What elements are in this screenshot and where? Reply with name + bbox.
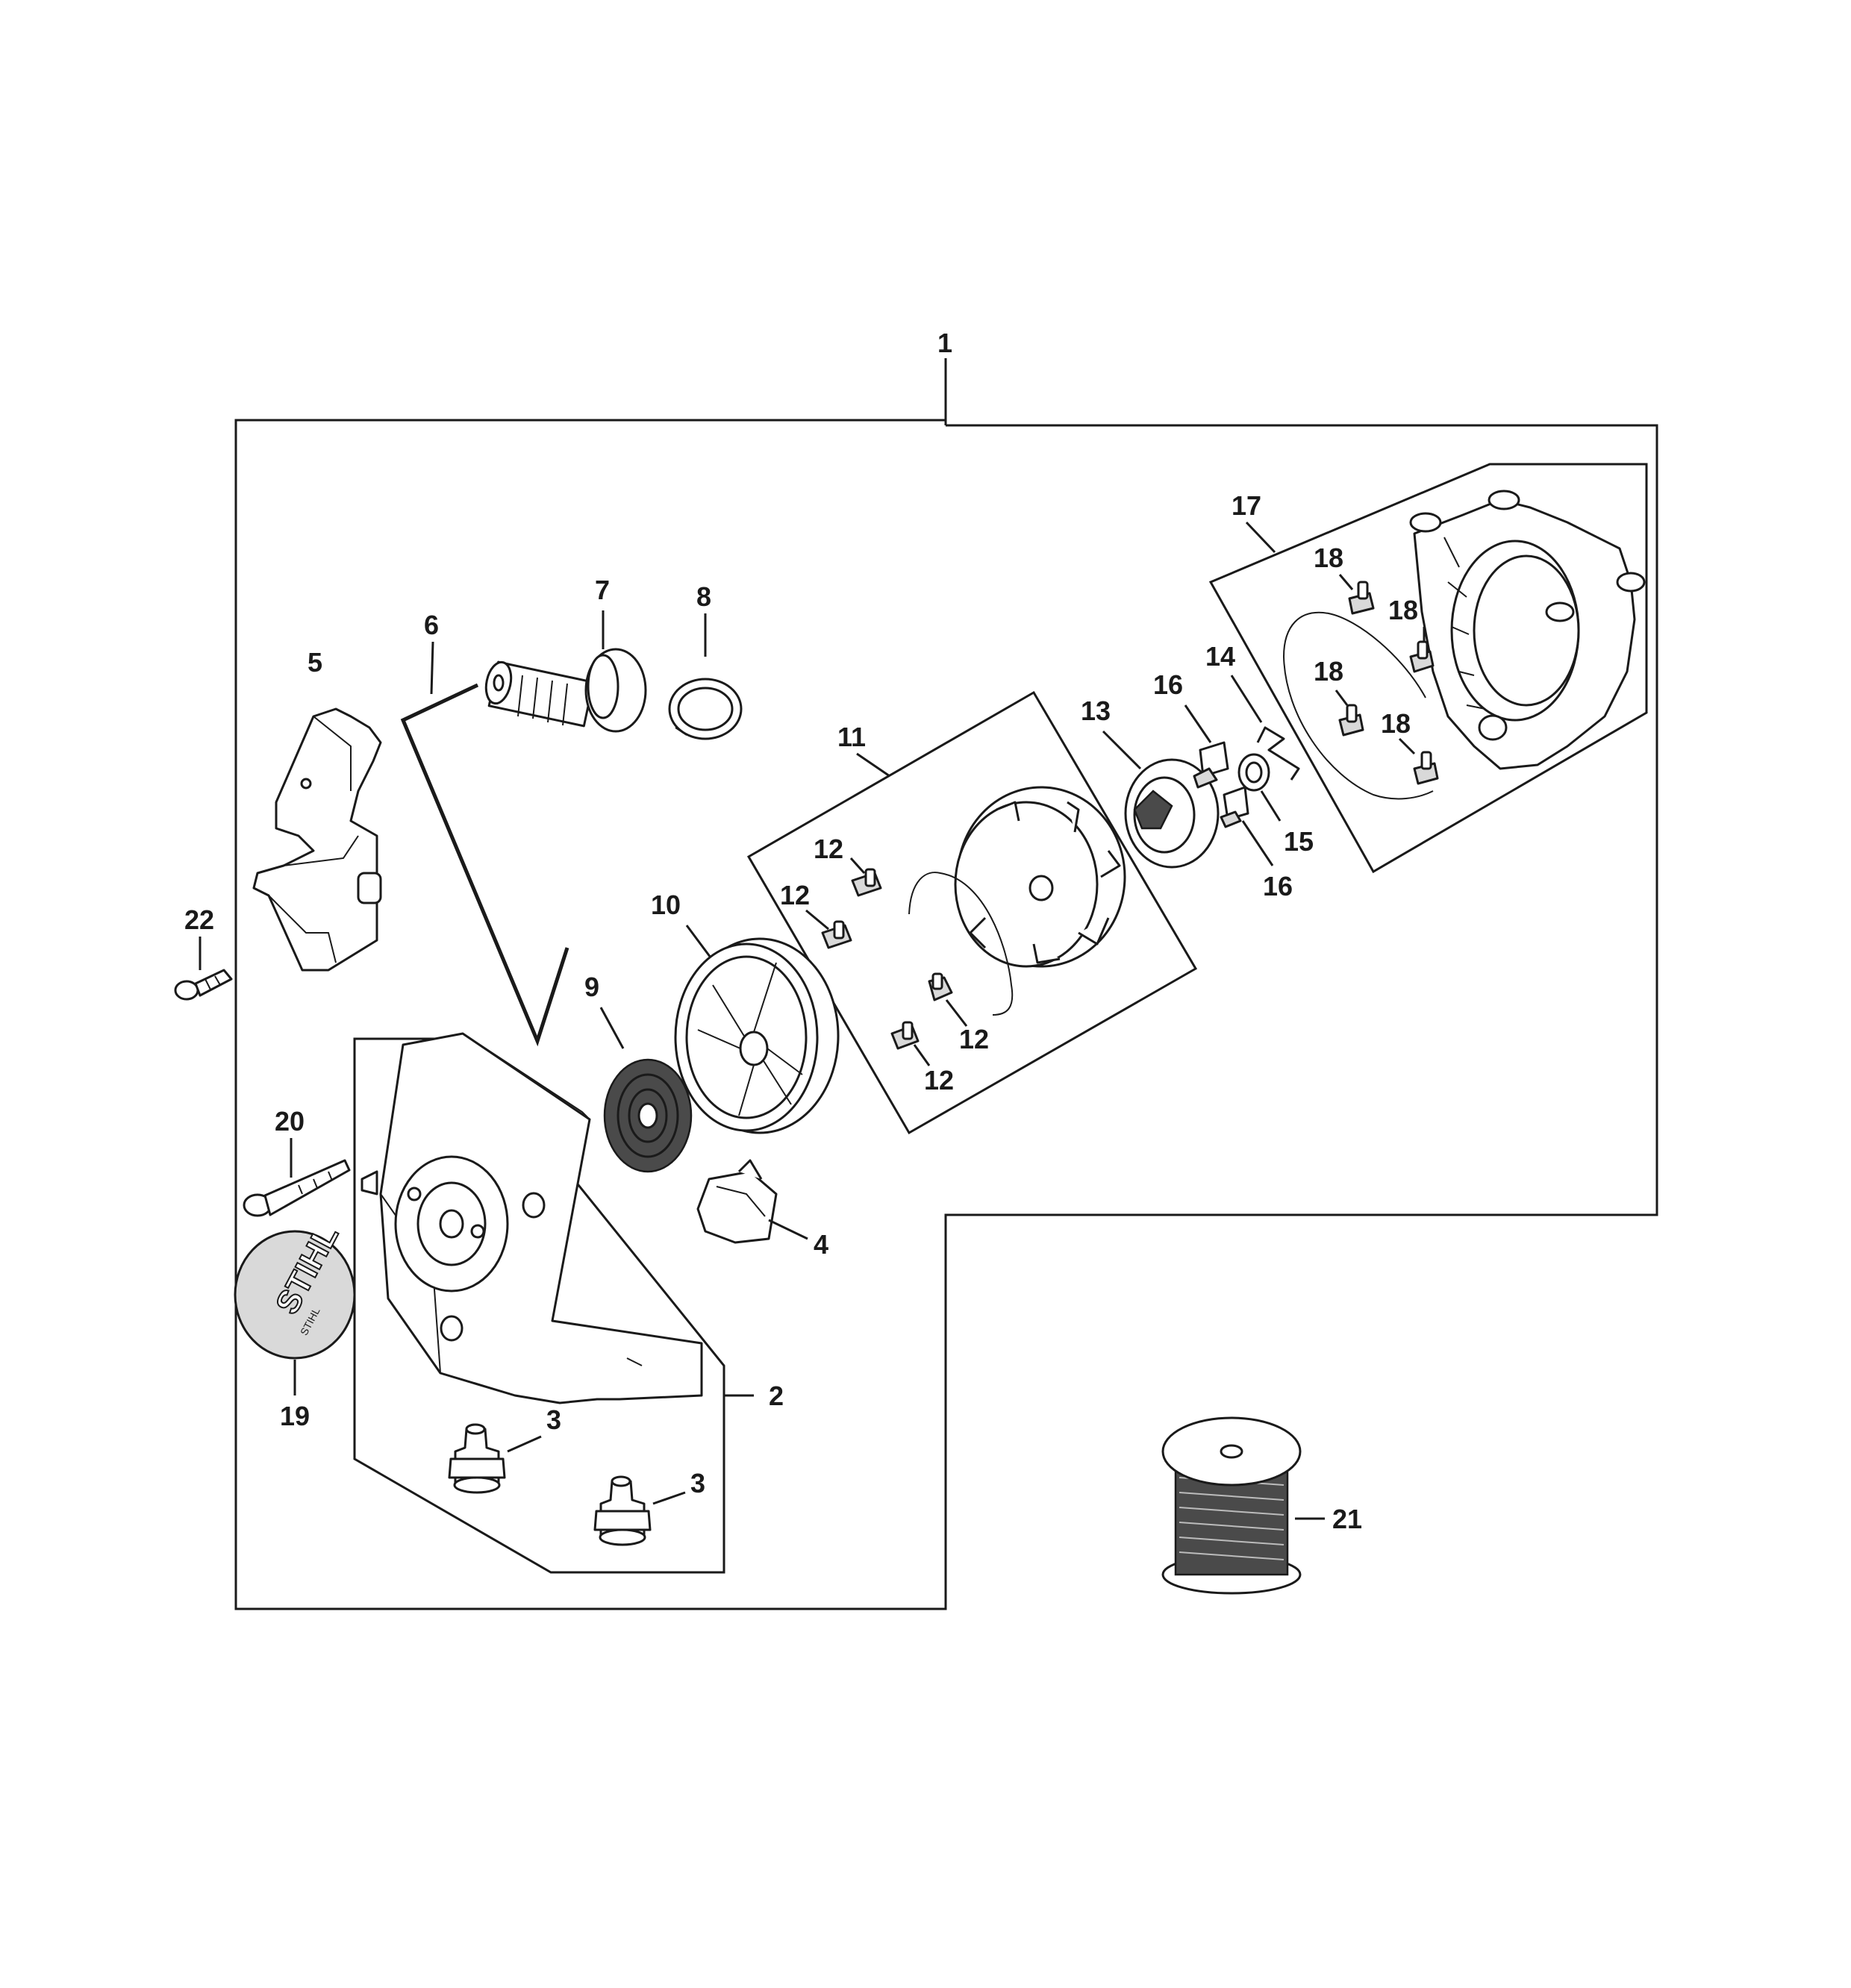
callout-20: 20 [275, 1106, 305, 1137]
callout-8: 8 [696, 581, 711, 612]
part-18-pawl-a [1348, 581, 1375, 615]
callout-9: 9 [584, 972, 599, 1002]
part-18-pawl-d [1413, 751, 1439, 785]
callout-13: 13 [1081, 696, 1111, 726]
callout-14: 14 [1205, 641, 1235, 672]
part-18-pawl-c [1338, 704, 1364, 737]
part-20-bolt [243, 1159, 351, 1217]
part-4-catch [696, 1159, 778, 1244]
leader-16a [1184, 704, 1212, 743]
leader-12d [913, 1044, 931, 1066]
part-16-clip-b [1220, 786, 1249, 828]
leader-11 [856, 752, 890, 778]
leader-3a [507, 1435, 542, 1453]
callout-11: 11 [837, 722, 866, 752]
callout-22: 22 [184, 904, 214, 935]
subframe-11 [746, 690, 1198, 1135]
part-7-grip [484, 648, 647, 733]
subframe-17 [1208, 463, 1648, 874]
part-3-grommet-a [448, 1423, 506, 1494]
part-17-fan-housing [1409, 490, 1646, 770]
part-11-rotor [954, 786, 1126, 968]
callout-12b: 12 [780, 880, 810, 910]
callout-3a: 3 [546, 1404, 561, 1435]
part-15-washer [1237, 753, 1270, 792]
leader-17 [1245, 521, 1276, 554]
leader-9 [599, 1007, 625, 1049]
leader-18d [1398, 737, 1416, 755]
callout-18c: 18 [1314, 656, 1343, 687]
leader-14 [1230, 675, 1263, 723]
part-12-pawl-a [851, 868, 882, 897]
leader-12c [945, 999, 968, 1027]
callout-6: 6 [424, 610, 439, 640]
part-9-spring [603, 1058, 693, 1173]
leader-12a [849, 857, 866, 875]
leader-18c [1335, 690, 1349, 706]
part-21-rope-spool [1161, 1416, 1302, 1595]
leader-10 [685, 925, 712, 958]
callout-16b: 16 [1263, 871, 1293, 901]
callout-16a: 16 [1153, 669, 1183, 700]
leader-15 [1260, 790, 1282, 822]
part-22-screw [174, 969, 233, 1001]
part-6-rope [400, 683, 569, 1047]
part-18-pawl-b [1409, 640, 1435, 673]
callout-18a: 18 [1314, 543, 1343, 573]
part-14-spring-clip [1256, 726, 1300, 781]
part-2-cover [360, 1032, 703, 1404]
leader-3b [652, 1491, 686, 1505]
callout-17: 17 [1232, 490, 1261, 521]
part-12-pawl-b [821, 920, 852, 949]
callout-15: 15 [1284, 826, 1314, 857]
part-12-pawl-d [890, 1021, 920, 1050]
callout-7: 7 [595, 575, 610, 605]
leader-13 [1102, 730, 1142, 770]
assembly-frame-1 [234, 419, 1658, 1610]
leader-18a [1338, 574, 1354, 590]
callout-4: 4 [814, 1229, 828, 1260]
part-8-ring [668, 678, 743, 740]
part-11-spring-wire [908, 872, 1014, 1016]
part-17-spring-wire [1282, 611, 1434, 800]
leader-6 [430, 641, 434, 695]
part-5-bracket [252, 707, 382, 972]
callout-21: 21 [1332, 1504, 1362, 1534]
part-19-logo: STIHL STIHL [234, 1219, 356, 1360]
callout-2: 2 [769, 1381, 784, 1411]
callout-18b: 18 [1388, 595, 1418, 625]
callout-1: 1 [937, 328, 952, 358]
callout-12a: 12 [814, 834, 843, 864]
part-16-clip-a [1193, 741, 1229, 789]
part-12-pawl-c [928, 972, 953, 1001]
part-13-disc [1124, 758, 1220, 869]
part-10-pulley [674, 937, 840, 1134]
callout-12d: 12 [924, 1065, 954, 1095]
leader-16b [1241, 820, 1274, 866]
callout-5: 5 [308, 647, 322, 678]
leader-12b [805, 909, 829, 931]
callout-3b: 3 [690, 1468, 705, 1498]
callout-10: 10 [651, 890, 681, 920]
part-3-grommet-b [593, 1475, 652, 1546]
callout-12c: 12 [959, 1024, 989, 1054]
callout-19: 19 [280, 1401, 310, 1431]
leader-4 [768, 1219, 808, 1240]
callout-18d: 18 [1381, 708, 1411, 739]
